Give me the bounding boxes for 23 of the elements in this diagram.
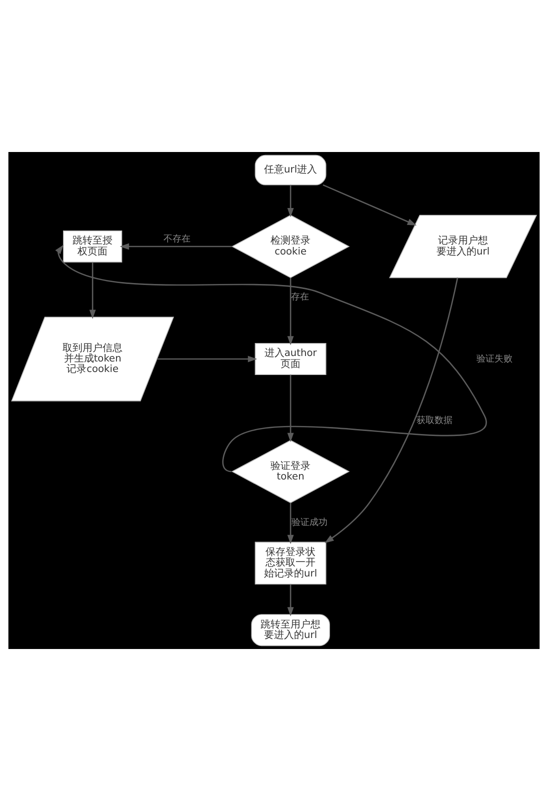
arrow xyxy=(287,502,294,544)
edge-label: 存在 xyxy=(291,292,310,302)
arrow xyxy=(157,355,258,362)
arrow xyxy=(120,242,232,250)
edge-label: 验证成功 xyxy=(291,517,328,528)
node-diamond: 检测登录cookie xyxy=(231,214,350,278)
arrow xyxy=(324,277,458,543)
node-box: 跳转至授权页面 xyxy=(63,230,122,262)
node-box: 跳转至用户想要进入的url xyxy=(251,614,330,646)
arrow xyxy=(55,244,486,472)
edge-label: 验证失败 xyxy=(476,354,512,364)
arrow xyxy=(287,584,294,616)
arrow xyxy=(287,374,294,442)
node-box: 任意url进入 xyxy=(254,154,326,185)
arrow xyxy=(287,184,294,217)
arrow xyxy=(287,277,294,345)
arrow xyxy=(89,262,96,318)
edge-label: 不存在 xyxy=(163,234,190,244)
node-diamond: 验证登录token xyxy=(231,439,350,503)
node-box: 进入author页面 xyxy=(254,342,326,375)
edge-label: 获取数据 xyxy=(416,415,452,426)
arrow xyxy=(322,184,417,226)
node-box: 保存登录状态获取一开始记录的url xyxy=(254,541,326,584)
